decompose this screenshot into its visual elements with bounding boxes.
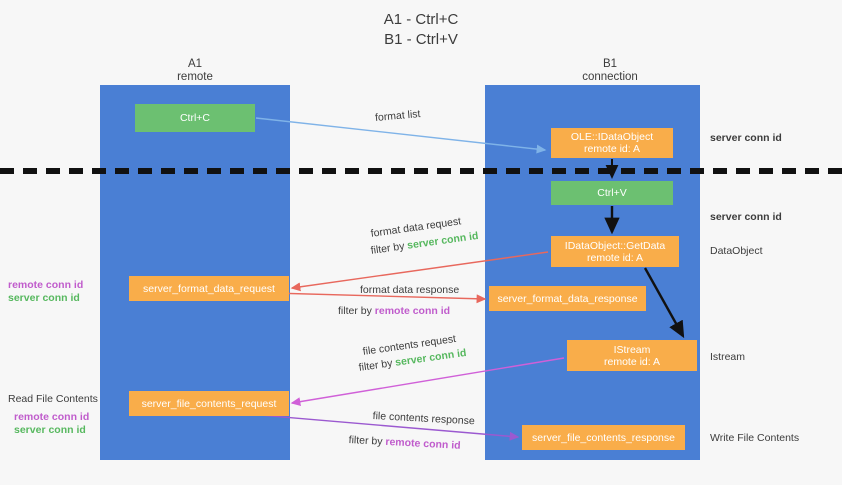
box-istream-label: IStream — [613, 343, 651, 356]
lane-b1-name: B1 — [602, 58, 618, 70]
box-get-data-label: IDataObject::GetData — [564, 239, 666, 252]
right-label-istream: Istream — [710, 351, 746, 363]
box-istream[interactable]: IStream remote id: A — [567, 340, 697, 371]
filter-key-remote-conn-id: remote conn id — [374, 305, 451, 317]
box-server-format-data-response-label: server_format_data_response — [497, 292, 638, 305]
box-server-file-contents-request-label: server_file_contents_request — [141, 397, 277, 410]
left-label-remote-conn-id-2: remote conn id — [14, 411, 90, 423]
edge-label-format-data-response: format data response — [360, 284, 460, 296]
box-server-format-data-request[interactable]: server_format_data_request — [129, 276, 289, 301]
box-data-object[interactable]: OLE::IDataObject remote id: A — [551, 128, 673, 158]
page-title: A1 - Ctrl+C B1 - Ctrl+V — [0, 10, 842, 50]
title-line-1: A1 - Ctrl+C — [383, 11, 459, 28]
lane-b1-header: B1 connection — [540, 58, 680, 84]
box-server-format-data-response[interactable]: server_format_data_response — [489, 286, 646, 311]
lane-a1-sub: remote — [177, 71, 213, 83]
box-server-file-contents-response-label: server_file_contents_response — [531, 431, 675, 444]
box-data-object-label: OLE::IDataObject — [570, 131, 654, 143]
box-istream-sub: remote id: A — [603, 355, 661, 368]
box-server-format-data-request-label: server_format_data_request — [143, 282, 275, 295]
box-ctrl-v-label: Ctrl+V — [597, 187, 627, 199]
filter-prefix: filter by — [358, 357, 394, 374]
box-ctrl-c-label: Ctrl+C — [179, 112, 211, 124]
left-label-remote-conn-id-1: remote conn id — [8, 279, 84, 291]
filter-prefix: filter by — [338, 305, 372, 317]
right-label-data-object: DataObject — [710, 245, 763, 257]
edge-label-file-contents-response: file contents response — [372, 410, 476, 428]
edge-label-file-contents-response-filter: filter by remote conn id — [348, 434, 461, 452]
right-label-server-conn-id-2: server conn id — [710, 211, 782, 223]
lane-a1-name: A1 — [187, 58, 203, 70]
right-label-server-conn-id-1: server conn id — [710, 132, 782, 144]
left-label-read-file-contents: Read File Contents — [8, 393, 98, 405]
box-ctrl-c[interactable]: Ctrl+C — [135, 104, 255, 132]
edge-label-format-data-response-filter: filter by remote conn id — [338, 305, 450, 317]
filter-prefix: filter by — [370, 240, 406, 257]
left-label-server-conn-id-2: server conn id — [14, 424, 86, 436]
box-get-data-sub: remote id: A — [586, 251, 644, 264]
filter-prefix: filter by — [348, 434, 383, 448]
box-server-file-contents-response[interactable]: server_file_contents_response — [522, 425, 685, 450]
filter-key-remote-conn-id: remote conn id — [385, 435, 461, 452]
box-server-file-contents-request[interactable]: server_file_contents_request — [129, 391, 289, 416]
left-label-conn-ids-1: remote conn id server conn id — [8, 279, 83, 305]
title-line-2: B1 - Ctrl+V — [384, 31, 458, 48]
box-get-data[interactable]: IDataObject::GetData remote id: A — [551, 236, 679, 267]
box-data-object-sub: remote id: A — [583, 143, 641, 155]
lane-b1-sub: connection — [582, 71, 638, 83]
left-label-conn-ids-2: remote conn id server conn id — [14, 411, 89, 437]
lane-a1-header: A1 remote — [130, 58, 260, 84]
right-label-write-file-contents: Write File Contents — [710, 432, 800, 444]
edge-label-format-list: format list — [374, 108, 421, 124]
box-ctrl-v[interactable]: Ctrl+V — [551, 181, 673, 205]
left-label-server-conn-id-1: server conn id — [8, 292, 80, 304]
